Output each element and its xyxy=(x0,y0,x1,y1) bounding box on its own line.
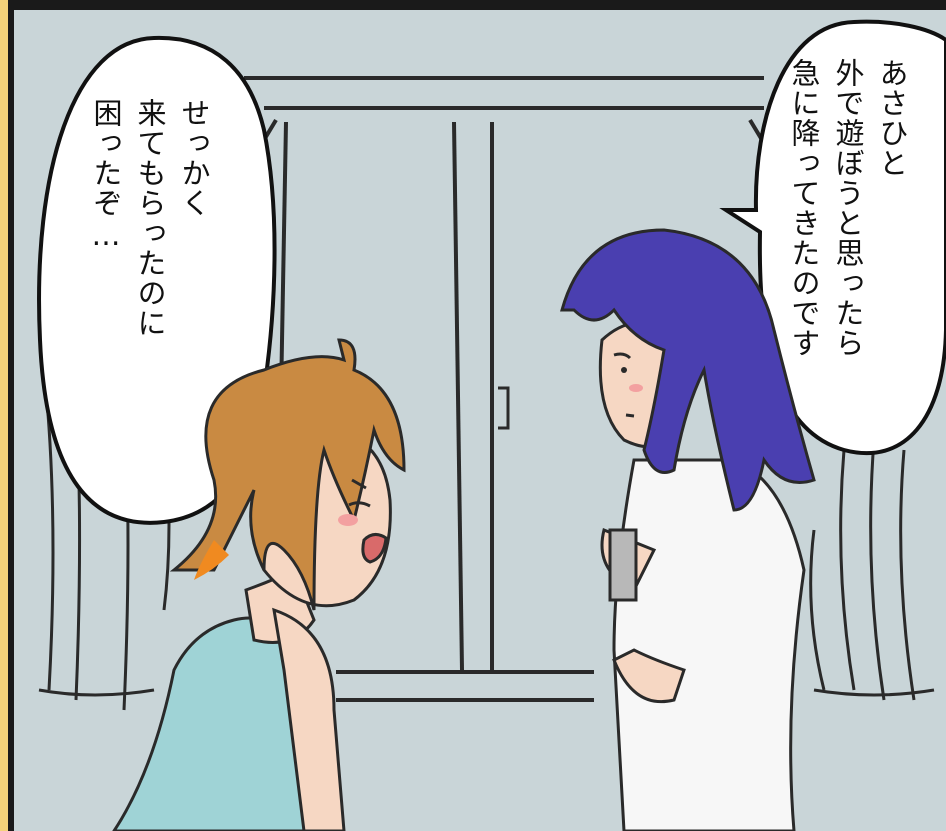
scene-illustration xyxy=(37,19,946,831)
speech-line: 急に降ってきたのです xyxy=(787,58,821,358)
speech-text-right: あさひと 外で遊ぼうと思ったら 急に降ってきたのです xyxy=(782,58,914,358)
speech-line: あさひと xyxy=(875,58,909,178)
speech-line: 外で遊ぼうと思ったら xyxy=(831,58,865,358)
comic-panel: せっかく 来てもらったのに 困ったぞ… あさひと 外で遊ぼうと思ったら 急に降っ… xyxy=(8,0,946,831)
girl-right xyxy=(560,228,816,831)
speech-line: 困ったぞ… xyxy=(89,98,123,253)
speech-line: せっかく xyxy=(177,98,211,218)
speech-line: 来てもらったのに xyxy=(133,98,167,338)
speech-text-left: せっかく 来てもらったのに 困ったぞ… xyxy=(84,98,216,338)
girl-left xyxy=(112,338,406,831)
curtain-right xyxy=(809,439,935,701)
